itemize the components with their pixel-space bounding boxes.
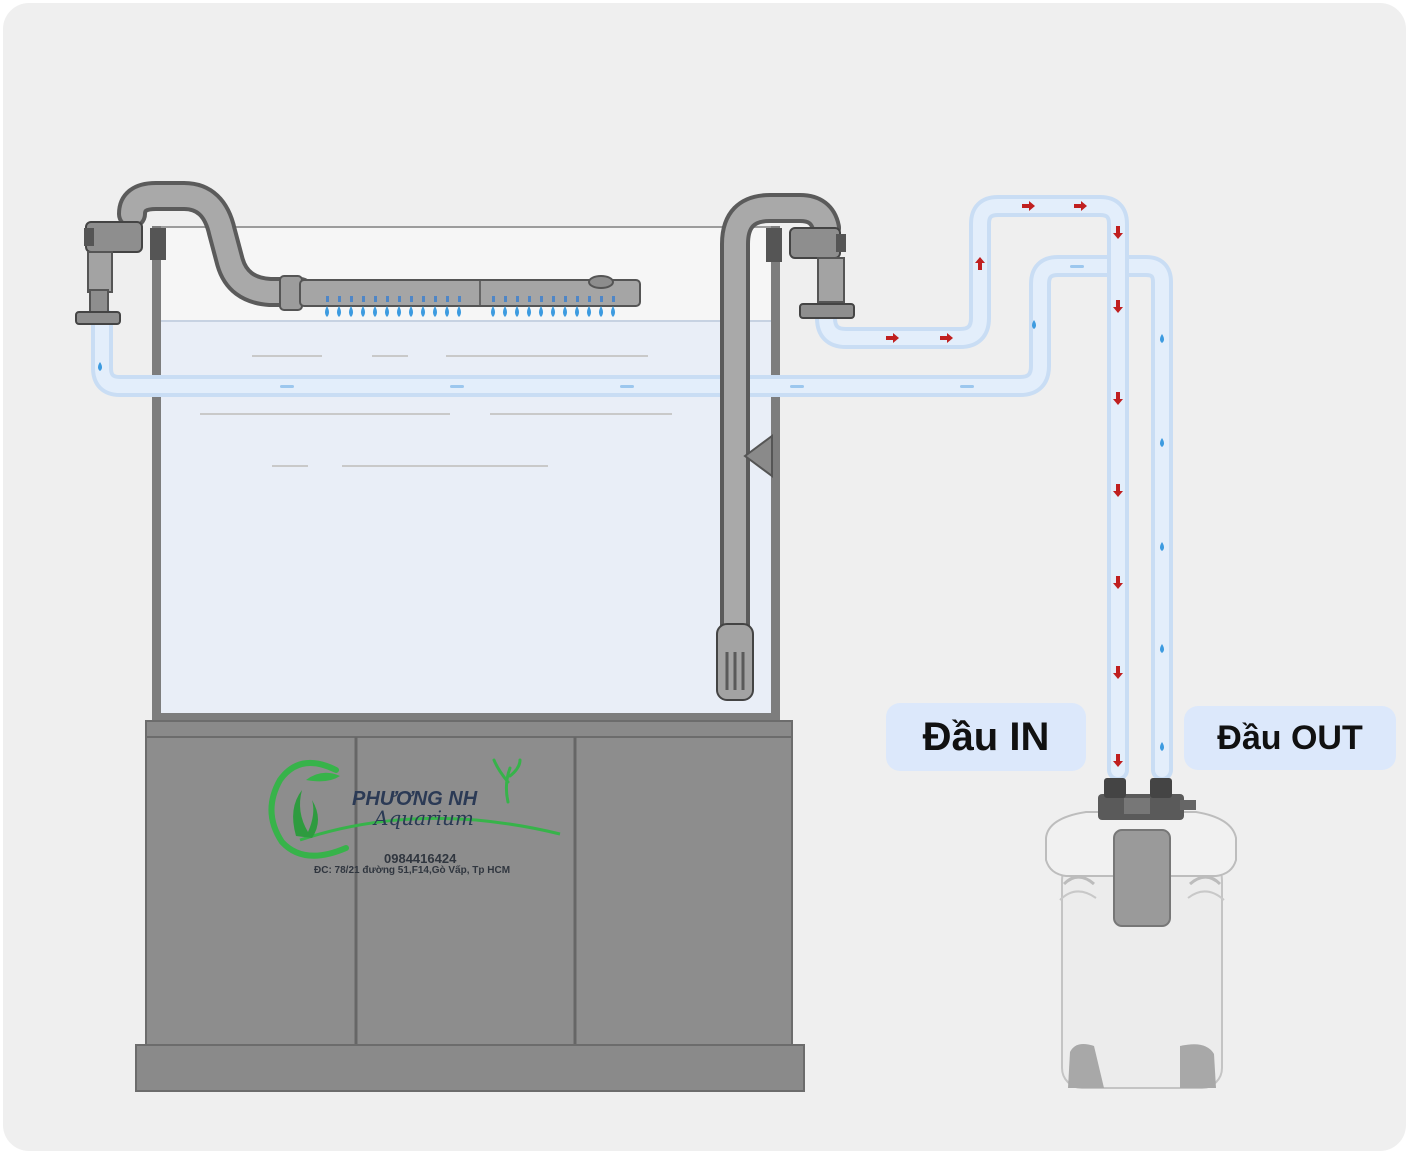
- outlet-valve-body: [87, 251, 113, 293]
- flow-arrow-down: [1113, 392, 1123, 405]
- water-drop: [1160, 542, 1164, 551]
- spray-bar-joint: [279, 275, 303, 311]
- outlet-flow-drops: [98, 265, 1164, 751]
- brand-name: PHƯƠNG NH: [352, 788, 478, 810]
- outlet-label-text: Đầu OUT: [1217, 718, 1363, 757]
- cabinet: [135, 720, 805, 1092]
- water-drop: [1160, 334, 1164, 343]
- brand-address: ĐC: 78/21 đường 51,F14,Gò Vấp, Tp HCM: [314, 865, 511, 876]
- flow-arrow-right: [940, 333, 953, 343]
- flow-arrow-down: [1113, 484, 1123, 497]
- cabinet-top: [145, 720, 793, 738]
- spray-bar-cap: [588, 275, 614, 289]
- water-drop: [1160, 438, 1164, 447]
- intake-connector: [789, 227, 841, 259]
- cabinet-base: [135, 1044, 805, 1092]
- tank-frame-right: [771, 226, 780, 722]
- hoses: [91, 195, 1173, 781]
- intake-clamp: [799, 303, 855, 319]
- logo-ring: [268, 760, 349, 859]
- filter-handle: [1113, 829, 1171, 927]
- water-drop: [1160, 742, 1164, 751]
- outlet-label: Đầu OUT: [1184, 706, 1396, 770]
- flow-arrow-right: [886, 333, 899, 343]
- inlet-label-text: Đầu IN: [922, 714, 1050, 759]
- filter-foot-left: [1068, 1044, 1104, 1088]
- spray-holes: [326, 296, 615, 302]
- brand-phone: 0984416424: [384, 851, 457, 866]
- flow-arrow-up: [975, 257, 985, 270]
- flow-arrow-down: [1113, 754, 1123, 767]
- spray-droplets: [325, 306, 615, 317]
- logo-swoosh: [299, 816, 561, 842]
- inlet-label: Đầu IN: [886, 703, 1086, 771]
- flow-arrow-down: [1113, 226, 1123, 239]
- outlet-clamp: [75, 311, 121, 325]
- strainer-slots: [725, 652, 745, 690]
- water-ripples: [200, 355, 672, 467]
- logo-fish-icon: [306, 772, 340, 782]
- cabinet-body: [145, 736, 793, 1046]
- tank-frame-left: [152, 226, 161, 722]
- flow-arrow-down: [1113, 576, 1123, 589]
- flow-arrow-down: [1113, 300, 1123, 313]
- water-drop: [1032, 320, 1036, 329]
- water-drop: [1160, 644, 1164, 653]
- intake-bracket: [743, 434, 773, 478]
- tank-frame-bottom: [152, 713, 780, 722]
- logo-leaf-icon: [492, 758, 522, 804]
- logo-seaweed-icon: [293, 790, 318, 838]
- brand-subtitle: Aquarium: [374, 806, 474, 830]
- intake-assembly: [716, 193, 855, 701]
- flow-arrow-right: [1074, 201, 1087, 211]
- outlet-connector: [85, 221, 143, 253]
- flow-arrow-right: [1022, 201, 1035, 211]
- water-drop: [98, 362, 102, 371]
- brand-logo: [268, 758, 561, 859]
- canister-filter: [1045, 778, 1237, 1089]
- filter-foot-right: [1180, 1044, 1216, 1088]
- flow-arrow-down: [1113, 666, 1123, 679]
- outlet-spray-assembly: [75, 181, 641, 325]
- intake-valve-body: [817, 257, 845, 303]
